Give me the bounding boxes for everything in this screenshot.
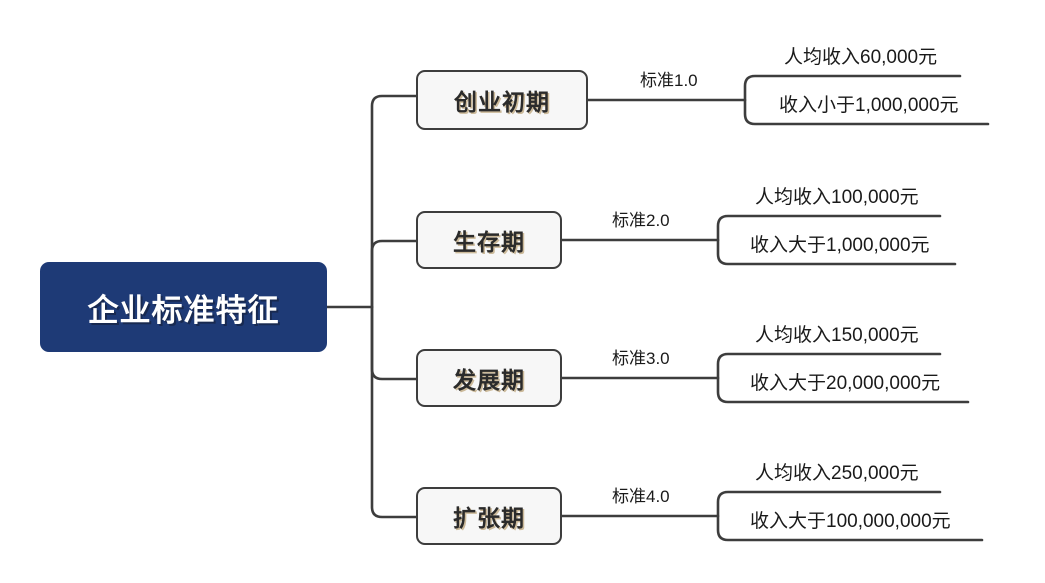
leaf-bracket-1 [743,74,990,126]
leaf-bracket-4 [716,490,984,542]
leaf-bottom-text-4: 收入大于100,000,000元 [750,511,951,532]
edge-label-2: 标准2.0 [612,211,670,230]
root-node-label: 企业标准特征 [87,292,280,328]
leaf-top-text-2: 人均收入100,000元 [755,187,919,208]
leaf-bracket-2 [716,214,957,266]
edge-label-3: 标准3.0 [612,349,670,368]
leaf-bottom-text-1: 收入小于1,000,000元 [779,95,959,116]
branch-connector-3 [370,305,418,381]
leaf-top-text-4: 人均收入250,000元 [755,463,919,484]
edge-label-1: 标准1.0 [640,71,698,90]
branch-node-2[interactable]: 生存期 [416,211,562,269]
branch-node-1-label: 创业初期 [454,89,550,115]
branch-connector-2 [370,239,418,309]
branch-node-2-label: 生存期 [453,229,525,255]
branch-node-1[interactable]: 创业初期 [416,70,588,130]
branch-connector-1 [370,94,418,309]
leaf-bottom-text-3: 收入大于20,000,000元 [750,373,941,394]
branch-node-3-label: 发展期 [453,367,525,393]
branch-connector-4 [370,305,418,519]
branch-node-4[interactable]: 扩张期 [416,487,562,545]
branch-node-4-label: 扩张期 [453,505,525,531]
root-node[interactable]: 企业标准特征 [40,262,327,352]
leaf-bottom-text-2: 收入大于1,000,000元 [750,235,930,256]
leaf-top-text-1: 人均收入60,000元 [784,47,938,68]
branch-node-3[interactable]: 发展期 [416,349,562,407]
leaf-top-text-3: 人均收入150,000元 [755,325,919,346]
edge-label-4: 标准4.0 [612,487,670,506]
leaf-bracket-3 [716,352,970,404]
